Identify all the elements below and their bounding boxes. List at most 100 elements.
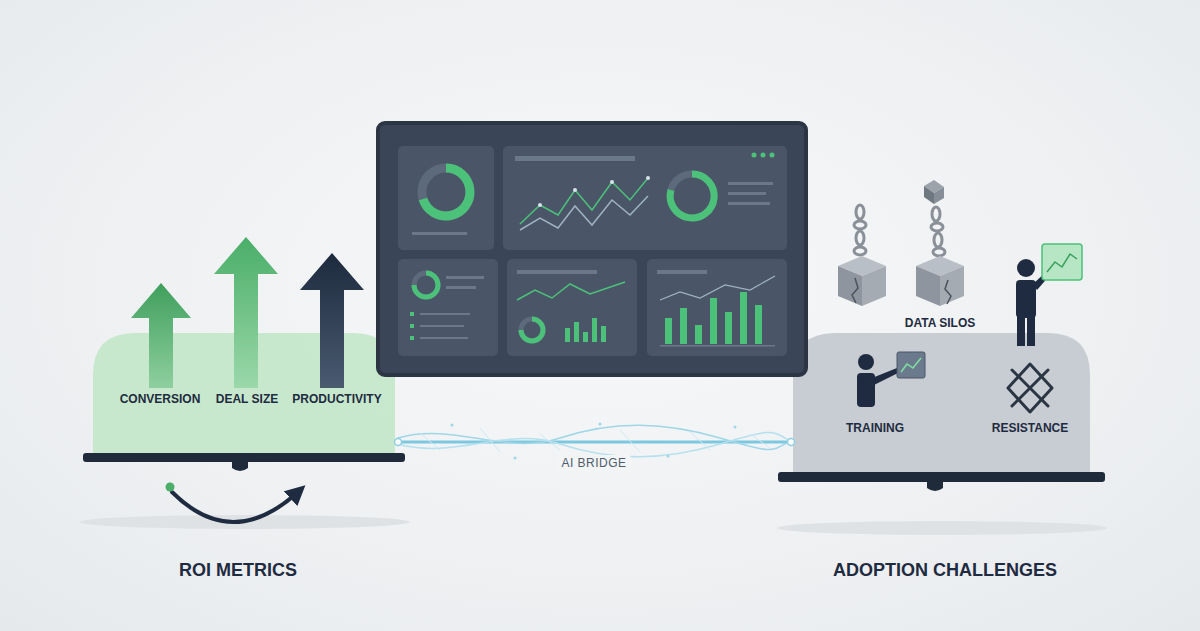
chain bbox=[854, 205, 945, 256]
data-silo-block bbox=[934, 187, 944, 204]
dashboard-monitor bbox=[601, 326, 606, 342]
balance-beam bbox=[83, 453, 1105, 491]
presenter-figure bbox=[1016, 259, 1051, 346]
bridge-wave bbox=[420, 428, 770, 452]
data-silo-block bbox=[916, 256, 964, 276]
dashboard-monitor bbox=[446, 286, 476, 289]
cycle-arrow bbox=[166, 483, 299, 523]
chain bbox=[854, 247, 866, 255]
dashboard-monitor bbox=[657, 270, 707, 274]
dashboard-monitor bbox=[574, 322, 579, 342]
balance-beam bbox=[778, 472, 1105, 482]
data-silo-block bbox=[924, 186, 934, 204]
dashboard-monitor bbox=[680, 308, 687, 344]
dashboard-monitor bbox=[761, 153, 766, 158]
item-label: CONVERSION bbox=[120, 392, 201, 406]
data-silo-block bbox=[862, 266, 886, 306]
dashboard-monitor bbox=[728, 182, 773, 185]
item-label: PRODUCTIVITY bbox=[292, 392, 381, 406]
dashboard-monitor bbox=[538, 203, 542, 207]
bridge-connector bbox=[395, 441, 793, 444]
dashboard-monitor bbox=[610, 180, 614, 184]
dashboard-monitor bbox=[695, 325, 702, 344]
dashboard-monitor bbox=[665, 292, 762, 344]
resistance-symbol bbox=[1008, 364, 1052, 412]
roi-platform: CONVERSIONDEAL SIZEPRODUCTIVITYROI METRI… bbox=[93, 333, 395, 455]
ground-shadow bbox=[777, 521, 1107, 535]
ground-shadow bbox=[80, 515, 1107, 535]
balance-beam bbox=[83, 453, 405, 462]
presenter-figure bbox=[1033, 270, 1051, 290]
chart-panel bbox=[1042, 244, 1082, 280]
resistance-symbol bbox=[1008, 364, 1052, 412]
training-board bbox=[897, 352, 925, 378]
dashboard-monitor bbox=[740, 292, 747, 344]
growth-arrow bbox=[300, 253, 364, 388]
trainer-figure bbox=[872, 368, 898, 385]
cycle-arrow bbox=[172, 492, 298, 522]
dashboard-monitor bbox=[412, 232, 467, 235]
trainer-figure bbox=[857, 354, 898, 407]
dashboard-monitor bbox=[725, 312, 732, 344]
dashboard-monitor bbox=[520, 196, 648, 230]
trainer-figure bbox=[858, 354, 874, 370]
dashboard-monitor bbox=[410, 324, 414, 328]
dashboard-monitor bbox=[565, 318, 606, 342]
growth-arrow bbox=[131, 237, 364, 388]
dashboard-monitor bbox=[517, 282, 625, 300]
chain bbox=[854, 221, 866, 229]
presenter-figure bbox=[1017, 259, 1035, 277]
dashboard-monitor bbox=[710, 298, 717, 344]
dashboard-monitor bbox=[420, 337, 468, 339]
dashboard-monitor bbox=[422, 168, 470, 216]
dashboard-monitor bbox=[752, 153, 757, 158]
bridge-wave bbox=[667, 455, 670, 458]
data-silo-block bbox=[838, 180, 964, 306]
chart-panel bbox=[1042, 244, 1082, 280]
data-silo-block bbox=[838, 266, 862, 306]
dashboard-monitor bbox=[521, 319, 543, 341]
data-silo-block bbox=[945, 280, 951, 304]
dashboard-monitor bbox=[647, 259, 787, 356]
chain bbox=[856, 231, 864, 245]
chain bbox=[932, 207, 940, 221]
dashboard-monitor bbox=[420, 325, 464, 327]
resistance-symbol bbox=[1012, 370, 1048, 406]
bridge-wave bbox=[788, 439, 795, 446]
group-heading: ADOPTION CHALLENGES bbox=[833, 560, 1057, 582]
dashboard-monitor bbox=[583, 332, 588, 342]
item-label: DATA SILOS bbox=[905, 316, 975, 330]
dashboard-monitor bbox=[517, 270, 597, 274]
ground-shadow bbox=[80, 515, 410, 529]
dashboard-monitor bbox=[520, 178, 648, 230]
balance-beam bbox=[927, 482, 943, 491]
dashboard-monitor bbox=[398, 259, 498, 356]
cycle-arrow bbox=[166, 483, 175, 492]
chain bbox=[856, 205, 864, 219]
dashboard-monitor bbox=[398, 146, 494, 250]
bridge-wave bbox=[398, 425, 792, 449]
dashboard-monitor bbox=[414, 273, 438, 297]
dashboard-monitor bbox=[573, 188, 577, 192]
data-silo-block bbox=[852, 278, 858, 303]
dashboard-monitor bbox=[728, 202, 770, 205]
dashboard-monitor bbox=[410, 312, 414, 316]
growth-arrow bbox=[131, 283, 191, 388]
item-label: TRAINING bbox=[846, 421, 904, 435]
trainer-figure bbox=[857, 373, 875, 407]
connector-label: AI BRIDGE bbox=[557, 455, 630, 471]
bridge-wave bbox=[514, 457, 517, 460]
presenter-figure bbox=[1017, 316, 1025, 346]
dashboard-monitor bbox=[728, 192, 766, 195]
bridge-wave bbox=[734, 426, 737, 429]
dashboard-monitor bbox=[507, 259, 637, 356]
dashboard-monitor bbox=[670, 174, 714, 218]
challenges-platform-shape bbox=[793, 333, 1090, 473]
challenges-platform-outline bbox=[793, 333, 1090, 473]
bridge-wave bbox=[395, 423, 795, 460]
dashboard-monitor bbox=[446, 276, 484, 279]
training-board bbox=[901, 358, 921, 372]
dashboard-monitor bbox=[646, 176, 650, 180]
chain bbox=[933, 248, 945, 256]
